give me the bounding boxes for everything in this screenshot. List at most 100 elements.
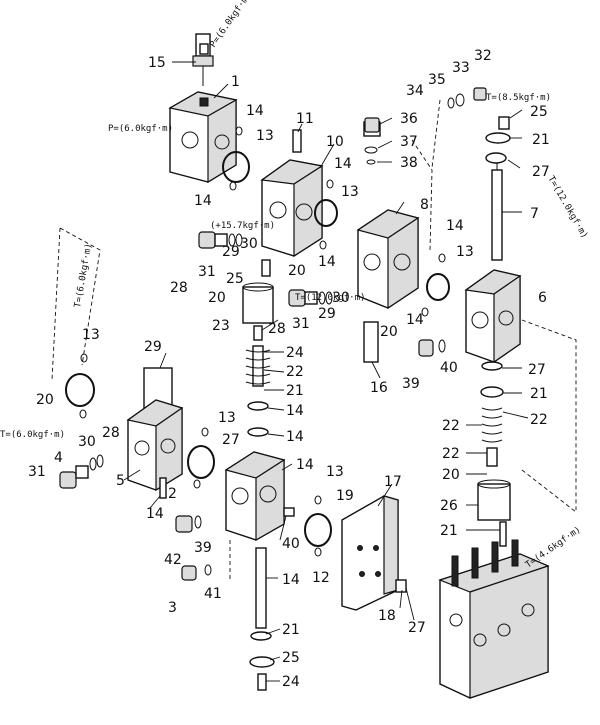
- callout-25: 25: [226, 271, 244, 287]
- callout-3: 14: [282, 572, 300, 588]
- callout-32: 32: [474, 48, 492, 64]
- cover-plate-12: [341, 495, 399, 611]
- assembled-control-valve: [438, 539, 550, 699]
- callout-21: 21: [532, 132, 550, 148]
- callout-28: 28: [170, 280, 188, 296]
- callout-27: 27: [532, 164, 550, 180]
- callout-16: 16: [370, 380, 388, 396]
- callout-4: 5: [116, 473, 125, 489]
- valve-section-4: [126, 367, 184, 492]
- torque-note: T=(12.0kgf·m): [295, 293, 365, 303]
- callout-23: 23: [212, 318, 230, 334]
- callout-6: 6: [538, 290, 547, 306]
- callout-22: 22: [442, 446, 460, 462]
- relief-plug-assembly: [59, 231, 333, 489]
- callout-42: 41: [204, 586, 222, 602]
- callout-40: 39: [194, 540, 212, 556]
- callout-39: 42: [164, 552, 182, 568]
- callout-17: 18: [378, 608, 396, 624]
- callout-31: 31: [292, 316, 310, 332]
- callout-12: 17: [384, 474, 402, 490]
- callout-21: 14: [286, 403, 304, 419]
- callout-39: 39: [402, 376, 420, 392]
- valve-section-1: [168, 33, 238, 184]
- o-ring-13: [222, 151, 250, 183]
- callout-13: 27: [222, 432, 240, 448]
- callout-27: 27: [528, 362, 546, 378]
- callout-18: 27: [408, 620, 426, 636]
- callout-19: 40: [282, 536, 300, 552]
- callout-25: 25: [530, 104, 548, 120]
- o-ring-13: [65, 373, 95, 407]
- callout-29: 29: [222, 244, 240, 260]
- callout-20: 26: [440, 498, 458, 514]
- torque-note: T=(8.5kgf·m): [486, 93, 551, 103]
- callout-14: 14: [194, 193, 212, 209]
- callout-31: 31: [198, 264, 216, 280]
- callout-36: 36: [400, 111, 418, 127]
- callout-29: 29: [318, 306, 336, 322]
- callout-14: 14: [406, 312, 424, 328]
- callout-27: 14: [286, 429, 304, 445]
- callout-24: 22: [442, 418, 460, 434]
- callout-20: 29: [144, 339, 162, 355]
- callout-14: 13: [82, 327, 100, 343]
- torque-note: T=(6.0kgf·m): [0, 430, 65, 440]
- callout-14: 14: [334, 156, 352, 172]
- torque-note: T=(12.0kgf·m): [545, 175, 589, 241]
- callout-13: 19: [336, 488, 354, 504]
- callout-22: 21: [286, 383, 304, 399]
- callout-14: 13: [218, 410, 236, 426]
- callout-22: 22: [530, 412, 548, 428]
- callout-13: 13: [341, 184, 359, 200]
- callout-14: 2: [168, 486, 177, 502]
- callout-14: 14: [446, 218, 464, 234]
- callout-14: 14: [318, 254, 336, 270]
- callout-2: 14: [296, 457, 314, 473]
- callout-33: 33: [452, 60, 470, 76]
- callout-15: 15: [148, 55, 166, 71]
- callout-30: 30: [240, 236, 258, 252]
- callout-34: 34: [406, 83, 424, 99]
- callout-8: 8: [420, 197, 429, 213]
- callout-11: 11: [296, 111, 314, 127]
- callout-20: 20: [380, 324, 398, 340]
- callout-30: 30: [332, 290, 350, 306]
- callout-20: 20: [208, 290, 226, 306]
- o-ring-13: [187, 445, 215, 479]
- callout-23: 20: [442, 467, 460, 483]
- callout-37: 37: [400, 134, 418, 150]
- valve-section-2: [224, 451, 286, 629]
- callout-1: 1: [231, 74, 240, 90]
- callout-21: 21: [530, 386, 548, 402]
- callout-35: 35: [428, 72, 446, 88]
- callout-26: 21: [440, 523, 458, 539]
- callout-31: 4: [54, 450, 63, 466]
- callout-13: 20: [36, 392, 54, 408]
- callout-7: 7: [530, 206, 539, 222]
- callout-29: 30: [78, 434, 96, 450]
- valve-section-6: [464, 160, 522, 364]
- torque-note: T=(4.6kgf·m): [524, 525, 583, 570]
- torque-note: P=(6.0kgf·m): [208, 0, 253, 50]
- o-ring-13: [314, 199, 338, 227]
- callout-38: 38: [400, 155, 418, 171]
- valve-section-10: [260, 129, 324, 258]
- callout-13: 13: [456, 244, 474, 260]
- o-ring-13: [426, 273, 450, 301]
- callout-41: 3: [168, 600, 177, 616]
- callout-24: 22: [286, 364, 304, 380]
- torque-note: T=(6.0kgf·m): [73, 243, 94, 309]
- torque-note: (+15.7kgf·m): [210, 221, 275, 231]
- spool-and-spring-stack-left: [242, 282, 274, 437]
- torque-note: P=(6.0kgf·m): [108, 124, 173, 134]
- callout-13: 13: [256, 128, 274, 144]
- callout-25: 24: [282, 674, 300, 690]
- callout-28: 31: [28, 464, 46, 480]
- callout-10: 10: [326, 134, 344, 150]
- callout-14: 12: [312, 570, 330, 586]
- callout-14: 13: [326, 464, 344, 480]
- callout-27: 21: [282, 622, 300, 638]
